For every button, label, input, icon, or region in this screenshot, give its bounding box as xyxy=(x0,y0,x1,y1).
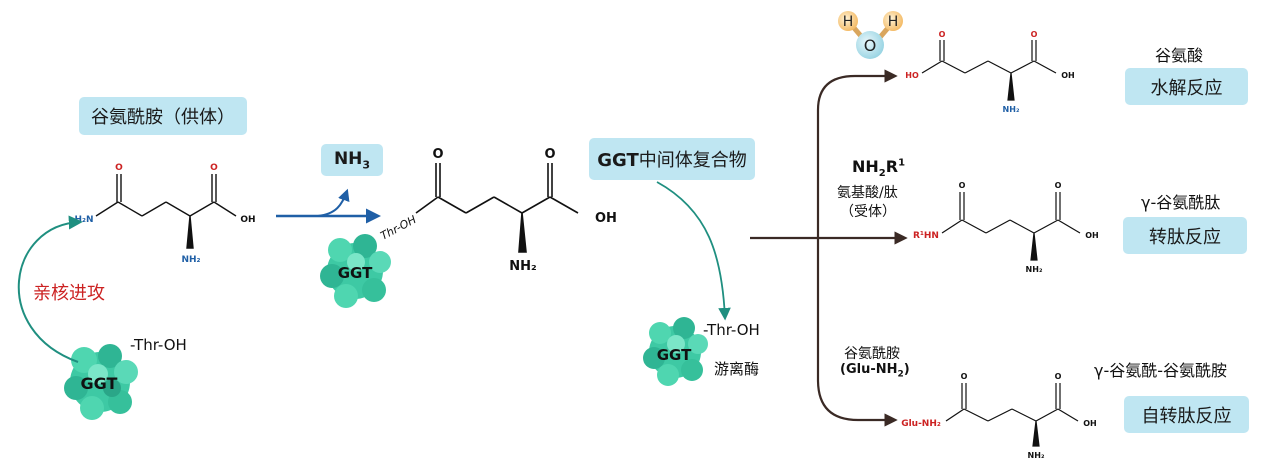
hydrolysis-label: 水解反应 xyxy=(1150,77,1223,99)
glu-o2: O xyxy=(1031,30,1038,39)
gamma-glutamyl-glutamine-title: γ-谷氨酰-谷氨酰胺 xyxy=(1094,361,1228,380)
hydrolysis-box: 水解反应 xyxy=(1125,68,1248,105)
gln-oh: OH xyxy=(240,215,255,225)
acceptor-line2: （受体） xyxy=(840,204,896,220)
glutamine-acceptor-line2: (Glu-NH2) xyxy=(840,362,910,380)
gg-glu-nh2: Glu-NH₂ xyxy=(901,419,941,429)
glu-ho: HO xyxy=(905,71,919,80)
int-o-ester: O xyxy=(432,147,443,162)
water-h1: H xyxy=(843,14,854,30)
water-o: O xyxy=(864,36,877,55)
thr-oh-right: -Thr-OH xyxy=(703,321,760,339)
gln-h2n: H₂N xyxy=(74,215,93,225)
glu-gln-structure xyxy=(945,383,1079,447)
peptide-structure xyxy=(941,192,1081,261)
int-nh2: NH₂ xyxy=(509,259,536,274)
ammonia-label: NH3 xyxy=(333,148,371,172)
thr-oh-left: -Thr-OH xyxy=(130,336,187,354)
intermediate-structure xyxy=(415,163,579,253)
autotranspeptidation-label: 自转肽反应 xyxy=(1141,405,1232,427)
gamma-glutamyl-peptide-title: γ-谷氨酰肽 xyxy=(1141,193,1221,212)
water-molecule: H H O xyxy=(838,11,903,59)
gg-nh2: NH₂ xyxy=(1028,451,1045,460)
pep-oh: OH xyxy=(1085,231,1099,240)
attack-arrow xyxy=(17,215,83,363)
gln-o-acid: O xyxy=(210,163,218,173)
enzyme-free-right: GGT -Thr-OH xyxy=(643,317,760,386)
glu-oh: OH xyxy=(1061,71,1075,80)
pep-r1hn: R¹HN xyxy=(913,231,939,241)
thr-oh-bound: Thr-OH xyxy=(378,213,418,243)
glutamate-structure xyxy=(921,40,1057,101)
donor-box: 谷氨酰胺（供体） xyxy=(79,97,247,135)
free-enzyme-label: 游离酶 xyxy=(714,360,760,378)
glu-nh2: NH₂ xyxy=(1003,105,1020,114)
gln-nh2: NH₂ xyxy=(181,255,200,265)
pep-o1: O xyxy=(959,181,966,190)
transpeptidation-box: 转肽反应 xyxy=(1123,217,1247,254)
glutamate-title: 谷氨酸 xyxy=(1155,46,1204,65)
enzyme-name-right: GGT xyxy=(657,346,692,364)
pep-o2: O xyxy=(1055,181,1062,190)
nucleophilic-attack-label: 亲核进攻 xyxy=(33,283,105,304)
enzyme-name-left: GGT xyxy=(81,374,118,393)
enzyme-release-arrow xyxy=(656,181,731,321)
enzyme-name-intermediate: GGT xyxy=(338,264,373,282)
gg-o1: O xyxy=(961,372,968,381)
glutamine-structure xyxy=(95,174,237,249)
transpeptidation-label: 转肽反应 xyxy=(1149,226,1221,248)
gg-o2: O xyxy=(1055,372,1062,381)
ammonia-box: NH3 xyxy=(321,144,383,176)
intermediate-box: GGT中间体复合物 xyxy=(589,138,755,180)
donor-label: 谷氨酰胺（供体） xyxy=(91,107,235,128)
int-o-acid: O xyxy=(544,147,555,162)
enzyme-free-left: GGT -Thr-OH xyxy=(64,336,187,420)
enzyme-intermediate: GGT Thr-OH xyxy=(320,213,418,308)
gln-o-amide: O xyxy=(115,163,123,173)
glutamine-acceptor-line1: 谷氨酰胺 xyxy=(844,346,900,362)
autotranspeptidation-arrow xyxy=(816,238,898,427)
ammonia-release-arrow xyxy=(317,188,350,217)
autotranspeptidation-box: 自转肽反应 xyxy=(1124,396,1249,433)
glu-o1: O xyxy=(939,30,946,39)
int-oh: OH xyxy=(595,211,617,226)
acceptor-formula: NH2R1 xyxy=(852,157,906,180)
hydrolysis-arrow xyxy=(816,69,898,238)
intermediate-label: GGT中间体复合物 xyxy=(597,150,747,171)
water-h2: H xyxy=(888,14,899,30)
acceptor-line1: 氨基酸/肽 xyxy=(837,185,898,201)
gg-oh: OH xyxy=(1083,419,1097,428)
pep-nh2: NH₂ xyxy=(1026,265,1043,274)
